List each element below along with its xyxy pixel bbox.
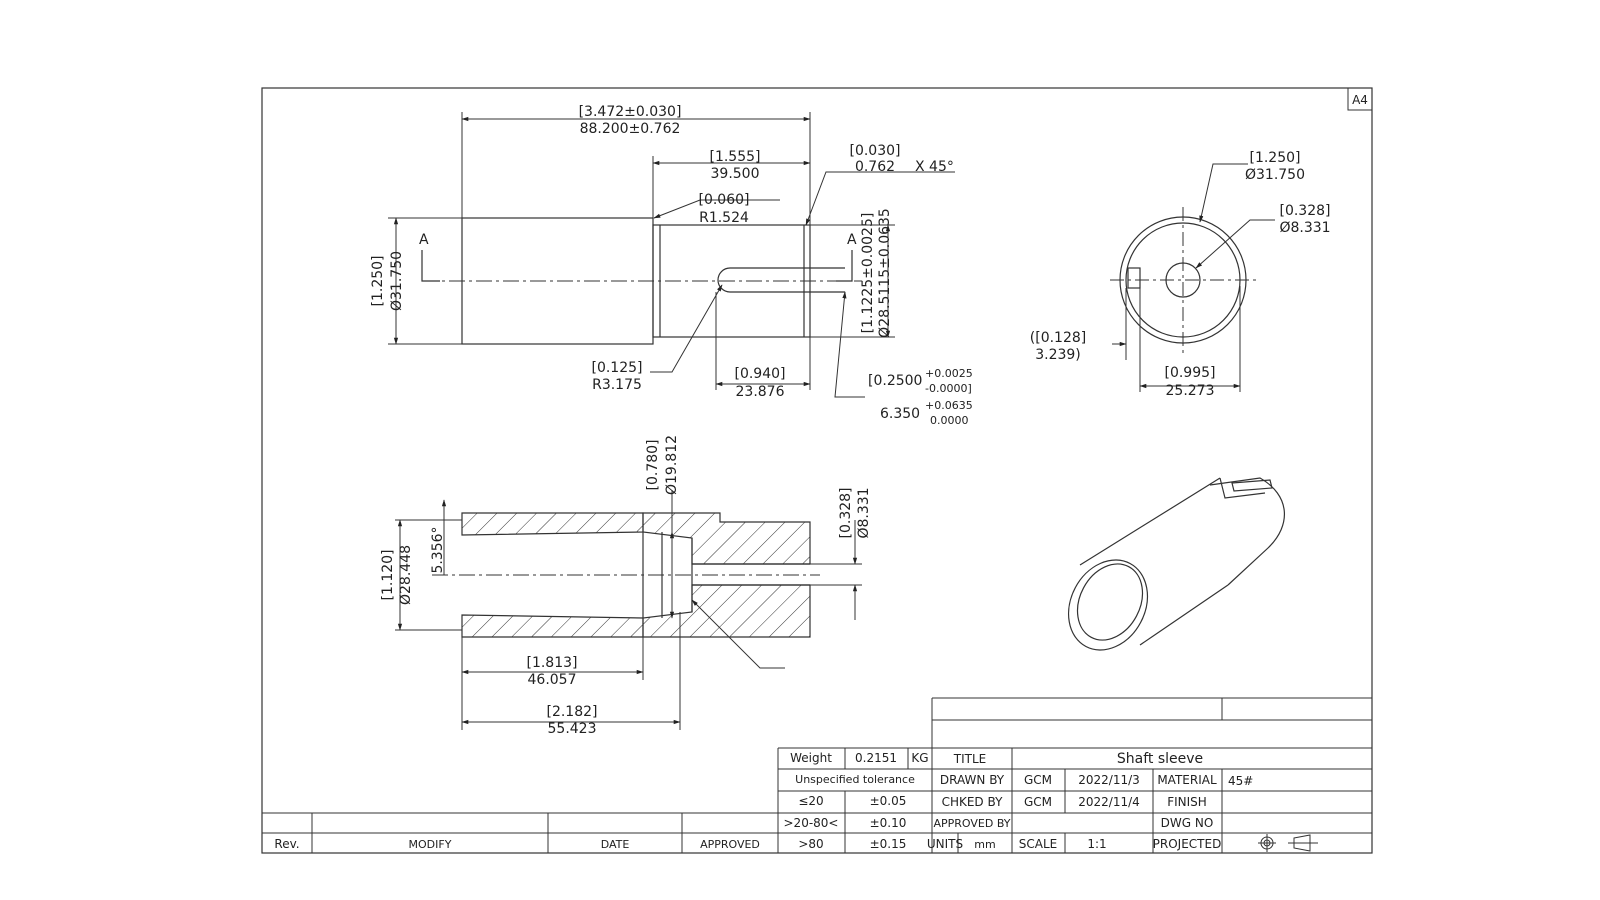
slot-width-inch-lower: -0.0000] xyxy=(925,382,972,395)
end-outer-dia-mm: Ø31.750 xyxy=(1245,167,1305,183)
slot-radius-mm: R3.175 xyxy=(592,377,642,393)
end-outer-dia-inch: [1.250] xyxy=(1249,150,1300,166)
weight-value: 0.2151 xyxy=(855,751,897,765)
slot-width-inch: [0.2500 xyxy=(868,373,922,389)
slot-width-mm-lower: 0.0000 xyxy=(930,414,969,427)
section-mark-left: A xyxy=(419,232,429,248)
taper-length-mm: 46.057 xyxy=(528,672,577,688)
title-label: TITLE xyxy=(953,752,986,766)
chked-by-label: CHKED BY xyxy=(942,795,1003,809)
shoulder-dia-inch: [1.1225±0.0025] xyxy=(860,213,876,334)
modify-label: MODIFY xyxy=(409,838,452,851)
projected-label: PROJECTED xyxy=(1153,837,1222,851)
approved-by-label: APPROVED BY xyxy=(933,817,1010,830)
end-bore-dia-mm: Ø8.331 xyxy=(1279,220,1330,236)
slot-width-mm-upper: +0.0635 xyxy=(925,399,973,412)
front-view-slot xyxy=(717,267,845,293)
slot-length-mm: 23.876 xyxy=(736,384,785,400)
front-diameter-inch: [1.250] xyxy=(370,255,386,306)
end-view xyxy=(1110,207,1256,353)
drawn-by-label: DRAWN BY xyxy=(940,773,1005,787)
tolerance-value-3: ±0.15 xyxy=(870,837,907,851)
fillet-mm: R1.524 xyxy=(699,210,749,226)
scale-label: SCALE xyxy=(1019,837,1057,851)
scale-value: 1:1 xyxy=(1087,837,1106,851)
tolerance-range-2: >20-80< xyxy=(784,816,839,830)
taper-length-inch: [1.813] xyxy=(526,655,577,671)
front-view xyxy=(421,217,862,345)
chamfer-mm: 0.762 xyxy=(855,159,895,175)
chamfer-inch: [0.030] xyxy=(849,143,900,159)
slot-width-inch-upper: +0.0025 xyxy=(925,367,973,380)
sheet-border xyxy=(261,87,1373,854)
step-length-mm: 39.500 xyxy=(711,166,760,182)
section-step-dia-mm: Ø19.812 xyxy=(664,435,680,495)
drawn-date: 2022/11/3 xyxy=(1078,773,1140,787)
flat-width-mm: 25.273 xyxy=(1166,383,1215,399)
material-label: MATERIAL xyxy=(1157,773,1217,787)
taper-angle: 5.356° xyxy=(430,526,446,573)
drawn-by-value: GCM xyxy=(1024,773,1052,787)
tolerance-value-1: ±0.05 xyxy=(870,794,907,808)
isometric-view xyxy=(1067,477,1285,651)
chked-by-value: GCM xyxy=(1024,795,1052,809)
tolerance-range-1: ≤20 xyxy=(798,794,823,808)
flat-depth-inch: ([0.128] xyxy=(1030,330,1086,346)
mouth-dia-mm: Ø28.448 xyxy=(398,545,414,605)
date-label: DATE xyxy=(601,838,630,851)
title-block-lines xyxy=(262,697,1372,853)
overall-length-inch: [3.472±0.030] xyxy=(579,104,682,120)
chamfer-angle: X 45° xyxy=(915,159,954,175)
approved-label: APPROVED xyxy=(700,838,760,851)
rev-label: Rev. xyxy=(274,837,299,851)
front-diameter-mm: Ø31.750 xyxy=(389,251,405,311)
title-value: Shaft sleeve xyxy=(1117,751,1203,767)
step-depth-mm: 55.423 xyxy=(548,721,597,737)
fillet-inch: [0.060] xyxy=(698,192,749,208)
units-value: mm xyxy=(974,838,995,851)
chked-date: 2022/11/4 xyxy=(1078,795,1140,809)
projection-symbol-icon xyxy=(1258,834,1318,852)
section-view xyxy=(432,512,820,638)
dwg-no-label: DWG NO xyxy=(1161,816,1214,830)
section-bore-dia-inch: [0.328] xyxy=(838,487,854,538)
flat-width-inch: [0.995] xyxy=(1164,365,1215,381)
overall-length-mm: 88.200±0.762 xyxy=(580,121,681,137)
material-value: 45# xyxy=(1228,774,1253,788)
slot-length-inch: [0.940] xyxy=(734,366,785,382)
end-bore-dia-inch: [0.328] xyxy=(1279,203,1330,219)
units-label: UNITS xyxy=(927,837,963,851)
mouth-dia-inch: [1.120] xyxy=(380,549,396,600)
slot-width-mm: 6.350 xyxy=(880,406,920,422)
tolerance-range-3: >80 xyxy=(798,837,823,851)
tolerance-value-2: ±0.10 xyxy=(870,816,907,830)
unspecified-tolerance-label: Unspecified tolerance xyxy=(795,773,915,786)
weight-unit: KG xyxy=(911,751,928,765)
sheet-size-label: A4 xyxy=(1352,93,1368,107)
finish-label: FINISH xyxy=(1167,795,1207,809)
section-mark-right: A xyxy=(847,232,857,248)
step-length-inch: [1.555] xyxy=(709,149,760,165)
step-depth-inch: [2.182] xyxy=(546,704,597,720)
slot-radius-inch: [0.125] xyxy=(591,360,642,376)
flat-depth-mm: 3.239) xyxy=(1035,347,1081,363)
weight-label: Weight xyxy=(790,751,832,765)
section-step-dia-inch: [0.780] xyxy=(645,439,661,490)
shoulder-dia-mm: Ø28.5115±0.0635 xyxy=(877,208,893,338)
section-bore-dia-mm: Ø8.331 xyxy=(856,487,872,538)
sheet-size-box xyxy=(1347,87,1373,111)
